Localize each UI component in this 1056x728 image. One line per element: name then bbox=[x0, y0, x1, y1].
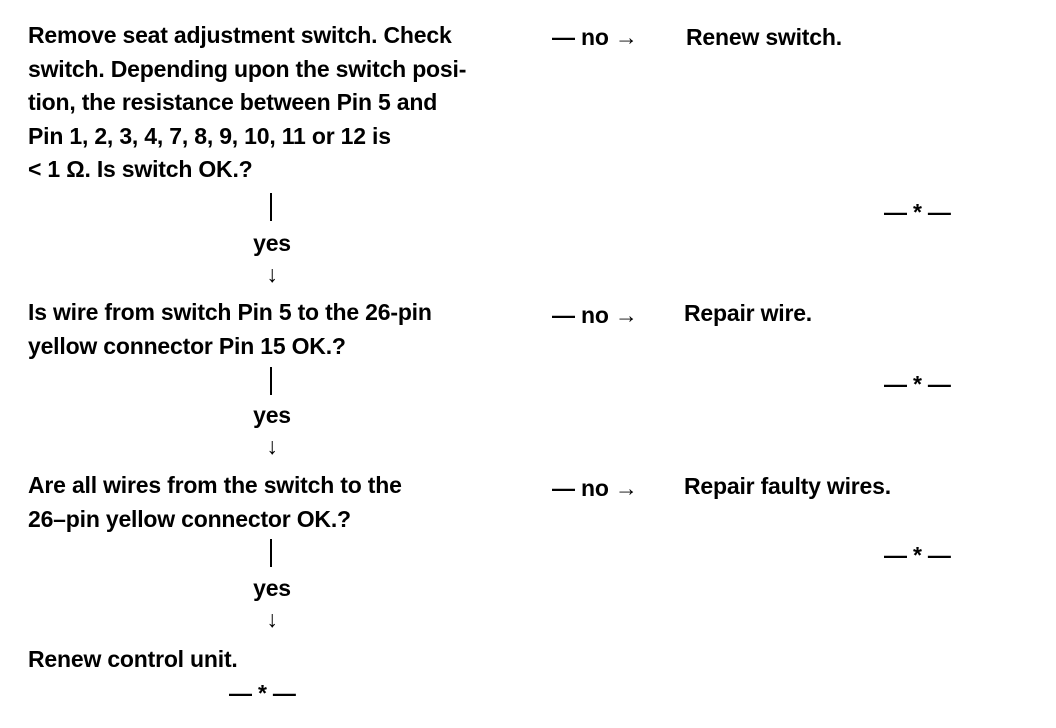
step-2-question-line-1: Is wire from switch Pin 5 to the 26-pin bbox=[28, 299, 432, 325]
step-1-question-line-2: switch. Depending upon the switch posi- bbox=[28, 55, 467, 82]
step-3-no-action: Repair faulty wires. bbox=[684, 473, 891, 499]
step-3-yes-connector bbox=[270, 539, 272, 567]
step-2-yes-connector bbox=[270, 367, 272, 395]
step-1-down-arrow: ↓ bbox=[266, 261, 278, 287]
step-2-question: Is wire from switch Pin 5 to the 26-pin … bbox=[28, 296, 432, 363]
step-1-question-line-1: Remove seat adjustment switch. Check bbox=[28, 22, 452, 48]
step-1-no-action: Renew switch. bbox=[686, 24, 842, 50]
step-3-no-label: — no → bbox=[552, 475, 638, 501]
final-end-marker: — * — bbox=[229, 680, 296, 706]
step-3-question-line-1: Are all wires from the switch to the bbox=[28, 472, 402, 498]
step-1-end-marker: — * — bbox=[884, 199, 951, 225]
step-3-yes-label: yes bbox=[253, 575, 291, 601]
step-3-question-line-2: 26–pin yellow connector OK.? bbox=[28, 505, 351, 532]
step-1-yes-label: yes bbox=[253, 230, 291, 256]
step-1-question-line-4: Pin 1, 2, 3, 4, 7, 8, 9, 10, 11 or 12 is bbox=[28, 122, 391, 149]
step-1-yes-connector bbox=[270, 193, 272, 221]
step-3-question: Are all wires from the switch to the 26–… bbox=[28, 469, 402, 536]
final-action: Renew control unit. bbox=[28, 646, 238, 672]
step-1-no-label: — no → bbox=[552, 24, 638, 50]
step-1-question: Remove seat adjustment switch. Check swi… bbox=[28, 19, 466, 187]
step-3-down-arrow: ↓ bbox=[266, 606, 278, 632]
step-2-down-arrow: ↓ bbox=[266, 433, 278, 459]
step-2-question-line-2: yellow connector Pin 15 OK.? bbox=[28, 332, 346, 359]
step-1-question-line-5: < 1 Ω. Is switch OK.? bbox=[28, 156, 253, 182]
step-1-question-line-3: tion, the resistance between Pin 5 and bbox=[28, 89, 438, 115]
step-2-no-label: — no → bbox=[552, 302, 638, 328]
step-2-no-action: Repair wire. bbox=[684, 300, 812, 326]
step-3-end-marker: — * — bbox=[884, 542, 951, 568]
step-2-yes-label: yes bbox=[253, 402, 291, 428]
step-2-end-marker: — * — bbox=[884, 371, 951, 397]
